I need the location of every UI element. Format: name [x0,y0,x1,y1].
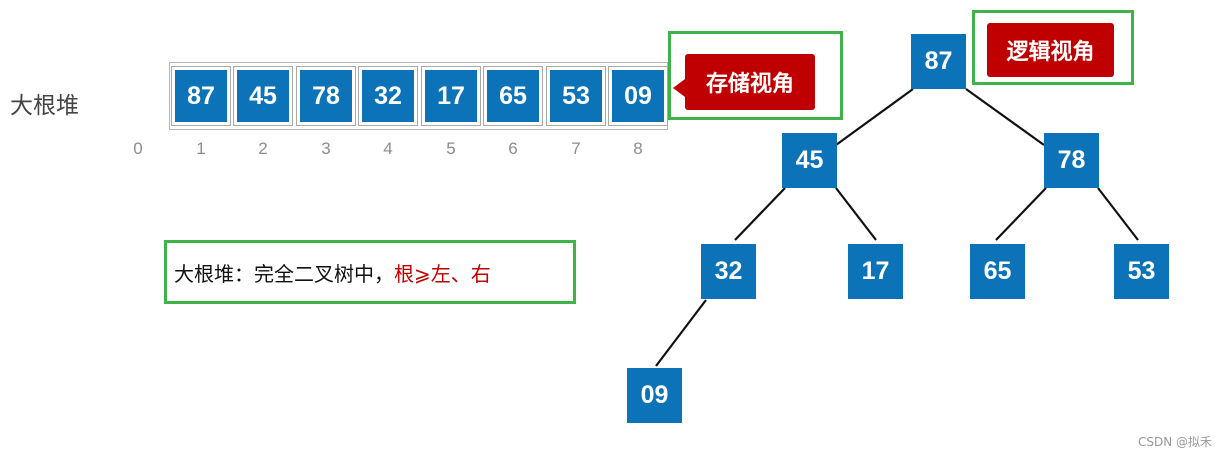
logical-view-frame [972,10,1134,85]
array-index: 4 [383,139,393,158]
tree-node-level2-a: 32 [701,244,756,299]
array-index: 8 [633,139,643,158]
array-cell-4: 32 [358,66,418,126]
array-index: 0 [133,139,143,158]
tree-node-root: 87 [911,34,966,89]
edge-45-17 [835,187,877,241]
storage-callout-pointer [673,79,685,97]
watermark: CSDN @拟禾 [1137,435,1212,449]
array-cell-3: 78 [296,66,356,126]
edge-78-53 [1097,187,1139,241]
array-value: 87 [175,70,227,122]
logical-view-callout: 逻辑视角 [987,23,1114,77]
array-cell-1: 87 [171,66,231,126]
array-value: 17 [425,70,477,122]
array-cell-7: 53 [546,66,606,126]
description-prefix: 大根堆：完全二叉树中， [174,262,394,286]
edge-87-78 [965,88,1045,146]
tree-node-level2-b: 17 [848,244,903,299]
array-index: 7 [571,139,581,158]
array-index: 5 [446,139,456,158]
edge-32-09 [655,299,707,367]
heap-label: 大根堆 [10,93,79,119]
array-value: 32 [362,70,414,122]
storage-view-callout: 存储视角 [685,54,815,110]
tree-node-level2-c: 65 [970,244,1025,299]
array-cell-0 [106,62,170,130]
tree-node-level2-d: 53 [1114,244,1169,299]
array-cell-6: 65 [483,66,543,126]
description-frame [164,240,576,304]
array-value: 65 [487,70,539,122]
array-cell-8: 09 [608,66,668,126]
array-cell-5: 17 [421,66,481,126]
description-text: 大根堆：完全二叉树中，根⩾左、右 [174,258,491,287]
edge-45-32 [734,187,786,241]
description-highlight: 根⩾左、右 [394,262,491,286]
array-value: 78 [300,70,352,122]
array-index: 2 [258,139,268,158]
storage-view-frame [668,31,843,120]
array-cell-2: 45 [233,66,293,126]
array-index: 6 [508,139,518,158]
tree-node-level1-left: 45 [782,133,837,188]
array-index: 1 [196,139,206,158]
tree-node-level1-right: 78 [1044,133,1099,188]
array-index: 3 [321,139,331,158]
edge-87-45 [835,88,914,146]
array-value: 09 [612,70,664,122]
tree-node-level3-a: 09 [627,368,682,423]
array-value: 53 [550,70,602,122]
edge-78-65 [995,187,1047,241]
array-value: 45 [237,70,289,122]
